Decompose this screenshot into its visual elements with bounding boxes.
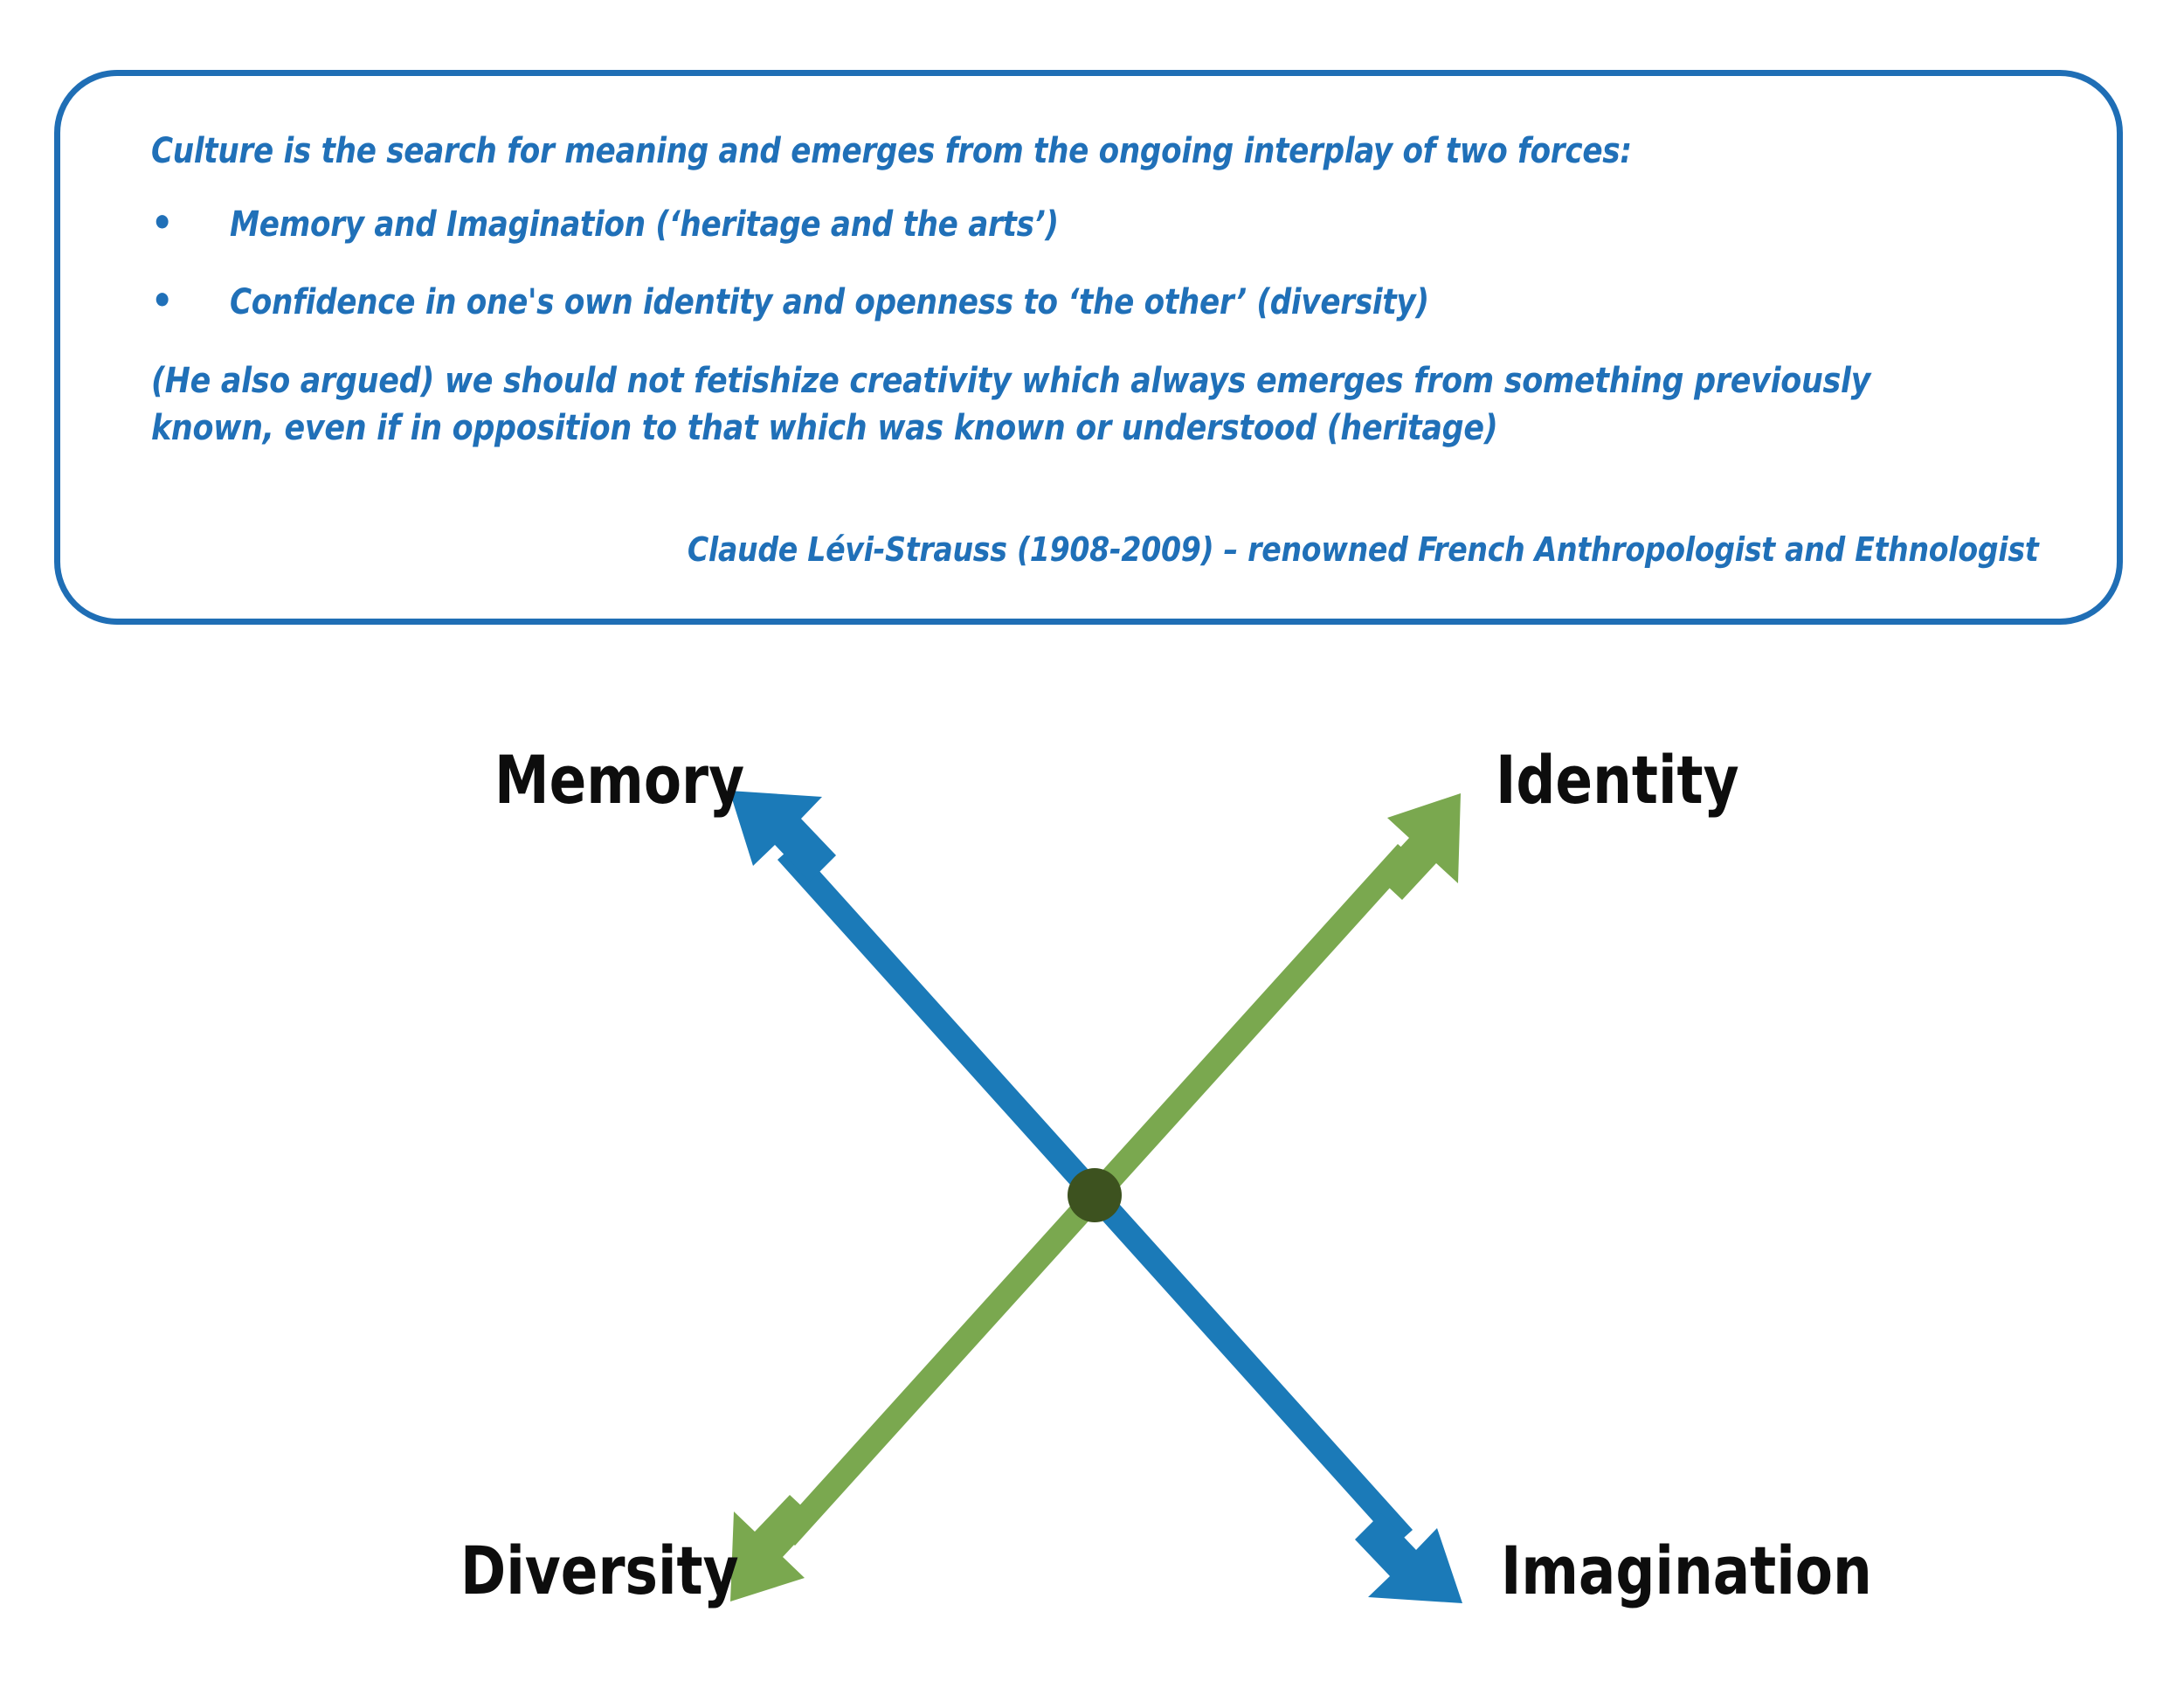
quote-bullet-label: Confidence in one's own identity and ope… bbox=[230, 282, 1429, 322]
culture-forces-diagram: Memory Identity Diversity Imagination bbox=[0, 664, 2184, 1643]
quote-bullet-item: • Confidence in one's own identity and o… bbox=[151, 279, 1492, 324]
diagram-label-diversity: Diversity bbox=[460, 1532, 739, 1609]
quote-bullet-label: Memory and Imagination (‘heritage and th… bbox=[230, 204, 1059, 245]
quote-heading: Culture is the search for meaning and em… bbox=[151, 131, 1632, 171]
blue-arrowhead-memory bbox=[729, 791, 836, 882]
quote-bullet-item: • Memory and Imagination (‘heritage and … bbox=[151, 201, 1102, 246]
bullet-dot-icon: • bbox=[151, 201, 174, 246]
diagram-label-imagination: Imagination bbox=[1501, 1532, 1872, 1609]
diagram-label-identity: Identity bbox=[1496, 741, 1739, 819]
green-arrowhead-diversity bbox=[730, 1495, 817, 1602]
blue-arrowhead-imagination bbox=[1355, 1513, 1462, 1603]
green-arrowhead-identity bbox=[1375, 793, 1461, 900]
quote-paragraph: (He also argued) we should not fetishize… bbox=[151, 361, 1871, 448]
quote-attribution: Claude Lévi-Strauss (1908-2009) – renown… bbox=[687, 530, 2038, 569]
diagram-arrows-svg bbox=[729, 791, 1462, 1603]
diagram-label-memory: Memory bbox=[494, 741, 745, 819]
bullet-dot-icon: • bbox=[151, 279, 174, 323]
intersection-point-icon bbox=[1068, 1168, 1122, 1222]
quote-callout-box: Culture is the search for meaning and em… bbox=[54, 70, 2123, 625]
